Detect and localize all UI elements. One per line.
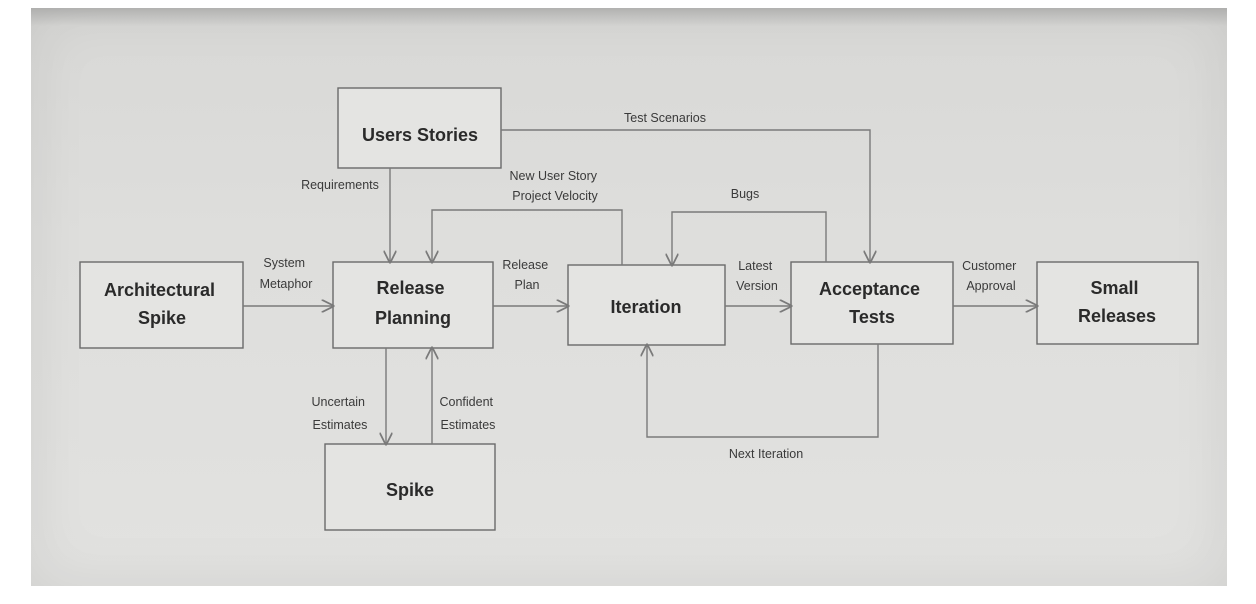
acceptance-tests-label: Acceptance Tests <box>819 279 925 327</box>
small-releases-box <box>1036 261 1199 345</box>
edge-label-new-user-story: New User Story Project Velocity <box>509 169 600 203</box>
edge-test-scenarios <box>501 129 870 262</box>
edge-next-iteration <box>647 344 879 438</box>
architectural-spike-label: Architectural Spike <box>104 280 220 328</box>
iteration-label: Iteration <box>610 297 681 317</box>
edge-label-latest-version: Latest Version <box>736 259 778 293</box>
edge-label-bugs: Bugs <box>731 187 760 201</box>
edge-bugs <box>672 211 827 265</box>
edge-label-release-plan: Release Plan <box>502 258 551 292</box>
release-planning-box <box>332 261 494 349</box>
users-stories-label: Users Stories <box>362 125 478 145</box>
spike-box <box>324 443 496 531</box>
edge-label-uncertain-estimates: Uncertain Estimates <box>312 395 369 432</box>
node-acceptance-tests: Acceptance Tests <box>790 261 954 345</box>
node-users-stories: Users Stories <box>337 87 502 169</box>
small-releases-label: Small Releases <box>1078 278 1156 326</box>
paper-top-shadow <box>31 8 1227 26</box>
node-spike: Spike <box>324 443 496 531</box>
edge-new-user-story <box>432 209 623 265</box>
node-iteration: Iteration <box>567 264 726 346</box>
acceptance-tests-box <box>790 261 954 345</box>
users-stories-box <box>337 87 502 169</box>
architectural-spike-box <box>79 261 244 349</box>
release-planning-label: Release Planning <box>375 278 451 328</box>
edge-label-next-iteration: Next Iteration <box>729 447 803 461</box>
edge-label-test-scenarios: Test Scenarios <box>624 111 706 125</box>
edge-label-requirements: Requirements <box>301 178 379 192</box>
node-small-releases: Small Releases <box>1036 261 1199 345</box>
edge-label-confident-estimates: Confident Estimates <box>440 395 497 432</box>
iteration-box <box>567 264 726 346</box>
node-architectural-spike: Architectural Spike <box>79 261 244 349</box>
edge-label-customer-approval: Customer Approval <box>962 259 1020 293</box>
edge-label-system-metaphor: System Metaphor <box>260 256 313 291</box>
node-release-planning: Release Planning <box>332 261 494 349</box>
spike-label: Spike <box>386 480 434 500</box>
